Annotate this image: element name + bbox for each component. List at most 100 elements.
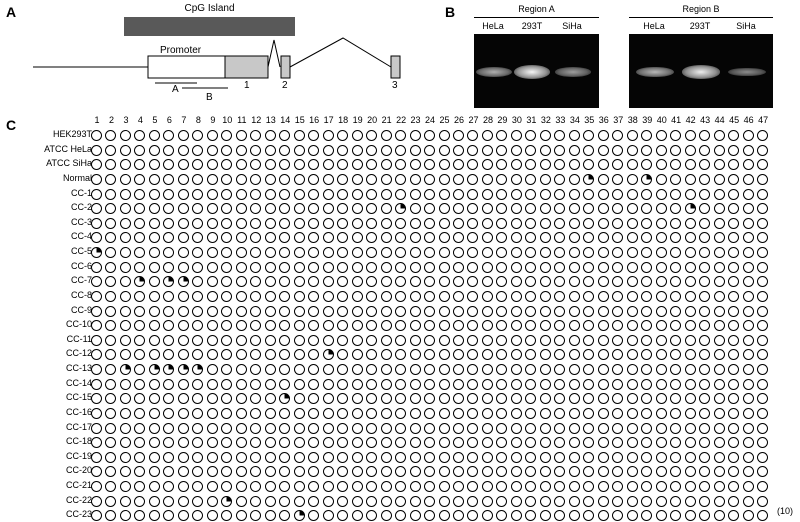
unmethylated-cpg-circle xyxy=(728,261,740,273)
unmethylated-cpg-circle xyxy=(293,393,305,405)
unmethylated-cpg-circle xyxy=(177,144,189,156)
unmethylated-cpg-circle xyxy=(453,247,464,259)
region-b-underline xyxy=(629,17,773,18)
unmethylated-cpg-circle xyxy=(655,481,667,493)
unmethylated-cpg-circle xyxy=(510,407,522,419)
cpg-site-number: 41 xyxy=(671,115,682,125)
unmethylated-cpg-circle xyxy=(438,305,450,317)
methylated-cpg-circle xyxy=(293,510,305,522)
unmethylated-cpg-circle xyxy=(626,320,638,332)
exon-1-box xyxy=(224,55,269,79)
unmethylated-cpg-circle xyxy=(279,334,291,346)
unmethylated-cpg-circle xyxy=(264,349,276,361)
unmethylated-cpg-circle xyxy=(119,232,131,244)
unmethylated-cpg-circle xyxy=(742,364,754,376)
unmethylated-cpg-circle xyxy=(192,130,204,141)
unmethylated-cpg-circle xyxy=(322,334,334,346)
unmethylated-cpg-circle xyxy=(757,364,769,376)
unmethylated-cpg-circle xyxy=(148,173,160,185)
unmethylated-cpg-circle xyxy=(177,217,189,229)
unmethylated-cpg-circle xyxy=(206,130,218,141)
unmethylated-cpg-circle xyxy=(264,451,276,463)
unmethylated-cpg-circle xyxy=(134,510,146,522)
unmethylated-cpg-circle xyxy=(206,466,218,478)
gel-band xyxy=(636,66,674,78)
unmethylated-cpg-circle xyxy=(539,364,551,376)
unmethylated-cpg-circle xyxy=(684,305,696,317)
unmethylated-cpg-circle xyxy=(655,437,667,449)
unmethylated-cpg-circle xyxy=(192,451,204,463)
unmethylated-cpg-circle xyxy=(366,173,378,185)
unmethylated-cpg-circle xyxy=(597,217,609,229)
unmethylated-cpg-circle xyxy=(105,261,117,273)
unmethylated-cpg-circle xyxy=(409,173,421,185)
unmethylated-cpg-circle xyxy=(279,407,291,419)
unmethylated-cpg-circle xyxy=(279,320,291,332)
unmethylated-cpg-circle xyxy=(670,495,682,507)
unmethylated-cpg-circle xyxy=(293,247,305,259)
unmethylated-cpg-circle xyxy=(337,232,349,244)
cpg-island-label: CpG Island xyxy=(184,3,235,14)
unmethylated-cpg-circle xyxy=(453,407,464,419)
unmethylated-cpg-circle xyxy=(510,481,522,493)
unmethylated-cpg-circle xyxy=(380,217,392,229)
unmethylated-cpg-circle xyxy=(322,393,334,405)
unmethylated-cpg-circle xyxy=(568,247,580,259)
unmethylated-cpg-circle xyxy=(221,334,233,346)
unmethylated-cpg-circle xyxy=(438,364,450,376)
unmethylated-cpg-circle xyxy=(510,437,522,449)
unmethylated-cpg-circle xyxy=(206,203,218,215)
unmethylated-cpg-circle xyxy=(105,422,117,434)
unmethylated-cpg-circle xyxy=(192,159,204,171)
unmethylated-cpg-circle xyxy=(641,290,653,302)
unmethylated-cpg-circle xyxy=(221,510,233,522)
methylated-cpg-circle xyxy=(91,247,102,259)
unmethylated-cpg-circle xyxy=(742,130,754,141)
unmethylated-cpg-circle xyxy=(206,276,218,288)
sample-label: CC-1 xyxy=(70,187,92,198)
unmethylated-cpg-circle xyxy=(597,451,609,463)
unmethylated-cpg-circle xyxy=(380,173,392,185)
unmethylated-cpg-circle xyxy=(192,261,204,273)
unmethylated-cpg-circle xyxy=(293,466,305,478)
unmethylated-cpg-circle xyxy=(438,320,450,332)
unmethylated-cpg-circle xyxy=(308,261,320,273)
unmethylated-cpg-circle xyxy=(626,261,638,273)
unmethylated-cpg-circle xyxy=(496,261,508,273)
unmethylated-cpg-circle xyxy=(163,247,175,259)
unmethylated-cpg-circle xyxy=(713,481,725,493)
unmethylated-cpg-circle xyxy=(481,130,493,141)
unmethylated-cpg-circle xyxy=(757,422,769,434)
unmethylated-cpg-circle xyxy=(206,378,218,390)
unmethylated-cpg-circle xyxy=(728,188,740,200)
unmethylated-cpg-circle xyxy=(453,422,464,434)
unmethylated-cpg-circle xyxy=(308,510,320,522)
unmethylated-cpg-circle xyxy=(134,217,146,229)
unmethylated-cpg-circle xyxy=(467,407,479,419)
unmethylated-cpg-circle xyxy=(670,290,682,302)
unmethylated-cpg-circle xyxy=(206,495,218,507)
unmethylated-cpg-circle xyxy=(163,173,175,185)
unmethylated-cpg-circle xyxy=(510,217,522,229)
unmethylated-cpg-circle xyxy=(395,437,407,449)
unmethylated-cpg-circle xyxy=(453,173,464,185)
unmethylated-cpg-circle xyxy=(438,495,450,507)
unmethylated-cpg-circle xyxy=(105,276,117,288)
unmethylated-cpg-circle xyxy=(409,364,421,376)
unmethylated-cpg-circle xyxy=(612,305,624,317)
unmethylated-cpg-circle xyxy=(728,159,740,171)
unmethylated-cpg-circle xyxy=(699,393,711,405)
intron-1-line xyxy=(267,39,281,68)
cpg-site-number: 24 xyxy=(425,115,436,125)
unmethylated-cpg-circle xyxy=(395,407,407,419)
unmethylated-cpg-circle xyxy=(583,510,595,522)
unmethylated-cpg-circle xyxy=(641,393,653,405)
unmethylated-cpg-circle xyxy=(481,247,493,259)
unmethylated-cpg-circle xyxy=(235,276,247,288)
unmethylated-cpg-circle xyxy=(221,378,233,390)
sample-label: ATCC SiHa xyxy=(46,158,92,169)
unmethylated-cpg-circle xyxy=(583,188,595,200)
unmethylated-cpg-circle xyxy=(699,144,711,156)
unmethylated-cpg-circle xyxy=(366,276,378,288)
unmethylated-cpg-circle xyxy=(91,407,102,419)
